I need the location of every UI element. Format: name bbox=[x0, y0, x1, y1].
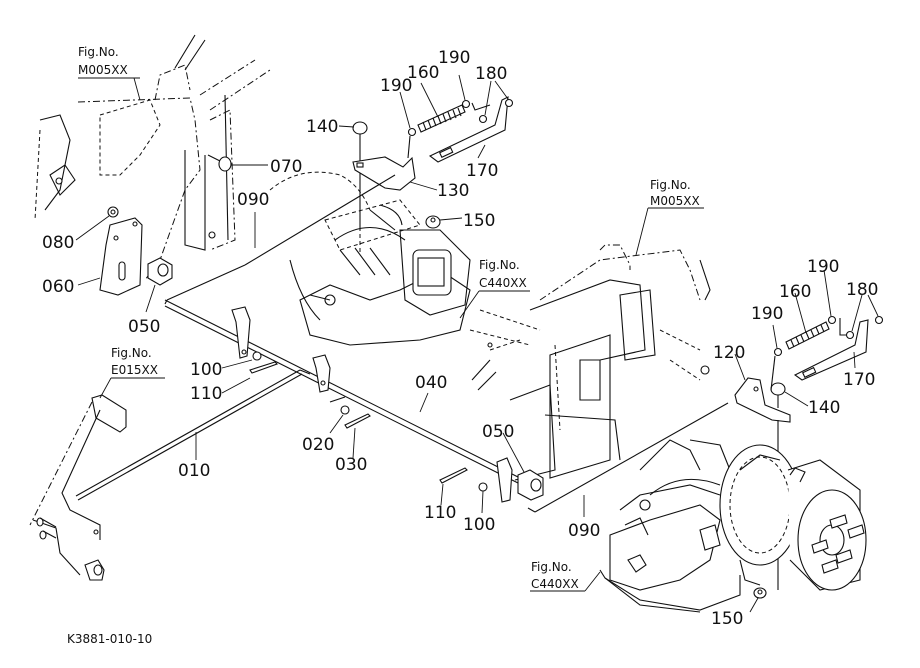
figure-reference-c440xx-bottom: Fig.No. C440XX bbox=[531, 560, 579, 591]
rod-010 bbox=[75, 369, 311, 501]
fig-ref-line2: C440XX bbox=[479, 276, 527, 290]
label-120[interactable]: 120 bbox=[713, 343, 745, 363]
figure-reference-m005xx-right: Fig.No. M005XX bbox=[650, 178, 700, 208]
fig-ref-line2: E015XX bbox=[111, 363, 158, 377]
spring-160-bottom bbox=[785, 321, 830, 350]
figure-reference-m005xx-left: Fig.No. M005XX bbox=[78, 45, 128, 77]
pins-upper bbox=[221, 351, 279, 394]
label-140-bottom[interactable]: 140 bbox=[808, 398, 840, 418]
label-150-top[interactable]: 150 bbox=[463, 211, 495, 231]
label-170-bottom[interactable]: 170 bbox=[843, 370, 875, 390]
label-090-lower[interactable]: 090 bbox=[568, 521, 600, 541]
part-labels: 070 080 060 050 090 140 190 160 190 180 … bbox=[42, 48, 878, 629]
label-050-right[interactable]: 050 bbox=[482, 422, 514, 442]
fig-ref-line1: Fig.No. bbox=[479, 258, 520, 272]
part-070-bolt bbox=[207, 154, 268, 172]
label-140-top[interactable]: 140 bbox=[306, 117, 338, 137]
fig-ref-line2: M005XX bbox=[650, 194, 700, 208]
label-160-top[interactable]: 160 bbox=[407, 63, 439, 83]
label-150-bottom[interactable]: 150 bbox=[711, 609, 743, 629]
figure-reference-c440xx-mid: Fig.No. C440XX bbox=[479, 258, 527, 290]
label-190-top-right[interactable]: 190 bbox=[438, 48, 470, 68]
wheel-studs bbox=[811, 514, 865, 574]
label-190-top-left[interactable]: 190 bbox=[380, 76, 412, 96]
diagram-reference-code: K3881-010-10 bbox=[67, 632, 152, 646]
label-190-bottom-left[interactable]: 190 bbox=[751, 304, 783, 324]
fig-ref-line1: Fig.No. bbox=[650, 178, 691, 192]
label-130[interactable]: 130 bbox=[437, 181, 469, 201]
fig-ref-line1: Fig.No. bbox=[78, 45, 119, 59]
label-040[interactable]: 040 bbox=[415, 373, 447, 393]
shaft-040 bbox=[164, 299, 521, 485]
figure-reference-e015xx: Fig.No. E015XX bbox=[111, 346, 158, 377]
label-090-upper[interactable]: 090 bbox=[237, 190, 269, 210]
part-150-nut-bottom bbox=[749, 587, 767, 613]
label-160-bottom[interactable]: 160 bbox=[779, 282, 811, 302]
lower-transmission bbox=[599, 439, 867, 613]
label-100-lower[interactable]: 100 bbox=[463, 515, 495, 535]
label-170-top[interactable]: 170 bbox=[466, 161, 498, 181]
label-180-bottom[interactable]: 180 bbox=[846, 280, 878, 300]
fig-ref-line1: Fig.No. bbox=[531, 560, 572, 574]
pins-middle bbox=[329, 396, 371, 459]
label-020[interactable]: 020 bbox=[302, 435, 334, 455]
upper-spring-assembly bbox=[244, 74, 514, 266]
spring-160-top bbox=[417, 104, 466, 133]
label-050-left[interactable]: 050 bbox=[128, 317, 160, 337]
label-080[interactable]: 080 bbox=[42, 233, 74, 253]
part-060-bracket bbox=[77, 217, 143, 296]
label-070[interactable]: 070 bbox=[270, 157, 302, 177]
upper-transmission bbox=[269, 171, 471, 346]
label-010[interactable]: 010 bbox=[178, 461, 210, 481]
pedal-arm bbox=[29, 394, 127, 581]
fig-ref-line2: C440XX bbox=[531, 577, 579, 591]
label-190-bottom-right[interactable]: 190 bbox=[807, 257, 839, 277]
label-180-top[interactable]: 180 bbox=[475, 64, 507, 84]
center-frame bbox=[469, 244, 711, 481]
figure-ref-leaders bbox=[78, 77, 704, 592]
part-080-nut bbox=[75, 206, 119, 241]
label-110-lower[interactable]: 110 bbox=[424, 503, 456, 523]
rod-090-lower bbox=[527, 402, 729, 517]
part-050-bushing-left bbox=[145, 257, 173, 313]
fig-ref-line2: M005XX bbox=[78, 63, 128, 77]
lower-spring-assembly bbox=[734, 269, 884, 590]
rod-090-upper bbox=[164, 212, 256, 305]
label-100-upper[interactable]: 100 bbox=[190, 360, 222, 380]
bushing-050-right bbox=[439, 432, 544, 514]
part-150-nut-top bbox=[425, 215, 463, 229]
label-060[interactable]: 060 bbox=[42, 277, 74, 297]
fig-ref-line1: Fig.No. bbox=[111, 346, 152, 360]
label-030[interactable]: 030 bbox=[335, 455, 367, 475]
label-110-upper[interactable]: 110 bbox=[190, 384, 222, 404]
